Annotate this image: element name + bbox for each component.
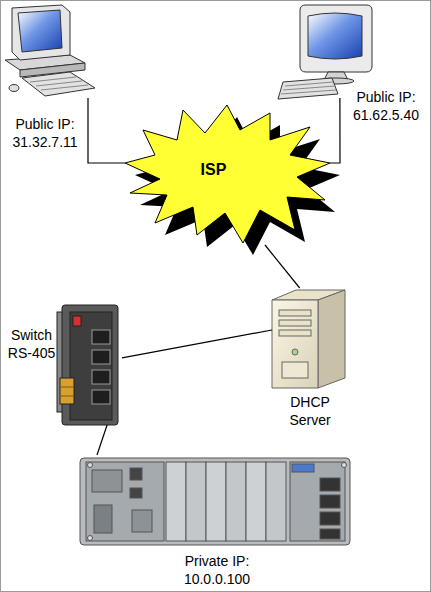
computer-node: Public IP: 61.62.5.40 xyxy=(275,5,378,98)
connector-line xyxy=(265,245,300,288)
node-label: Switch RS-405 xyxy=(4,326,59,362)
plc-illustration xyxy=(80,458,350,545)
computer-left-illustration xyxy=(5,5,95,96)
plc-node: Private IP: 10.0.0.100 xyxy=(80,455,350,547)
connector-line xyxy=(97,425,107,455)
server-illustration xyxy=(272,290,345,388)
computer-node: Public IP: 31.32.7.11 xyxy=(5,5,95,98)
isp-cloud: ISP xyxy=(125,105,330,245)
node-label: ISP xyxy=(111,161,316,179)
node-label: DHCP Server xyxy=(280,393,340,429)
connector-line xyxy=(122,330,272,358)
switch-node: Switch RS-405 xyxy=(57,305,122,425)
burst-outline xyxy=(125,105,330,245)
burst-shape xyxy=(125,105,330,243)
node-label: Public IP: 61.62.5.40 xyxy=(346,88,426,124)
server-node: DHCP Server xyxy=(272,288,345,388)
node-label: Private IP: 10.0.0.100 xyxy=(175,552,259,588)
connector-line xyxy=(330,98,340,163)
node-label: Public IP: 31.32.7.11 xyxy=(5,115,85,151)
computer-right-illustration xyxy=(278,5,372,99)
connector-line xyxy=(88,98,125,163)
switch-illustration xyxy=(57,305,118,425)
